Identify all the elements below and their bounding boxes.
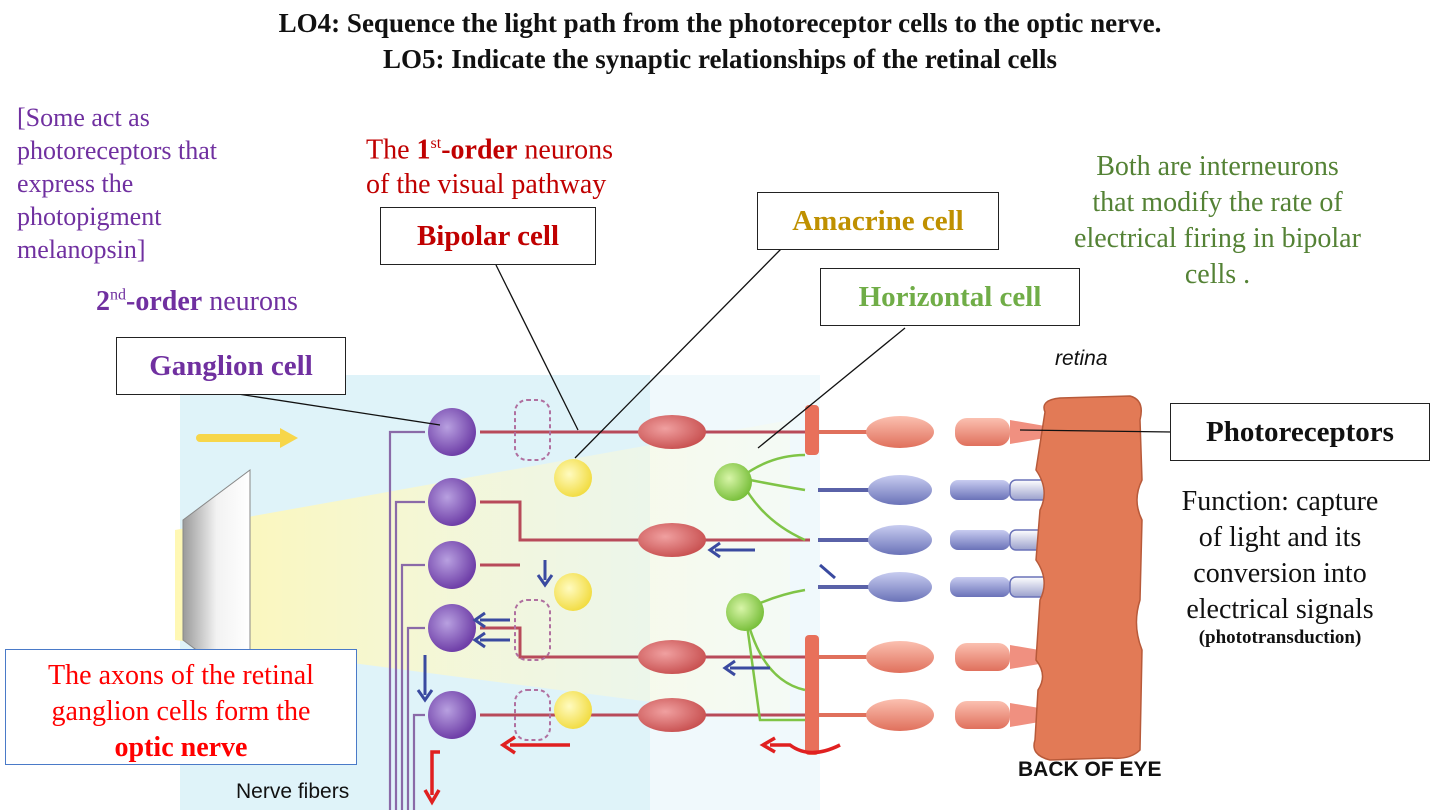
function-note: Function: capture of light and its conve…: [1181, 486, 1379, 625]
title-line-2: LO5: Indicate the synaptic relationships…: [383, 44, 1057, 74]
back-of-eye-label: BACK OF EYE: [1018, 758, 1162, 781]
photoreceptor-terminals: [805, 405, 819, 755]
pigment-epithelium: [1033, 395, 1143, 761]
horizontal-cells: [714, 453, 806, 722]
signal-direction-arrows: [416, 541, 836, 703]
phototransduction-note: (phototransduction): [1198, 627, 1362, 648]
amacrine-synapse-zones: [514, 399, 551, 741]
retina-label: retina: [1055, 347, 1108, 370]
interneurons-note: Both are interneurons that modify the ra…: [1074, 151, 1361, 290]
light-arrowhead-icon: [280, 428, 298, 448]
amacrine-cell-label: Amacrine cell: [757, 192, 999, 250]
first-order-note: The 1st-order neurons of the visual path…: [366, 134, 614, 201]
amacrine-cells: [554, 459, 592, 729]
ganglion-cells: [428, 408, 476, 739]
bipolar-cells: [638, 415, 810, 732]
optic-nerve-arrows: [423, 735, 841, 806]
nerve-fibers: [388, 430, 425, 810]
nerve-fibers-label: Nerve fibers: [236, 780, 350, 803]
light-beam: [175, 420, 790, 720]
title-line-1: LO4: Sequence the light path from the ph…: [278, 8, 1162, 38]
second-order-note: 2nd-order neurons: [96, 286, 298, 317]
photoreceptors-label: Photoreceptors: [1170, 403, 1430, 461]
melanopsin-note: [Some act as photoreceptors that express…: [17, 103, 217, 264]
optic-nerve-note: The axons of the retinal ganglion cells …: [5, 649, 357, 765]
horizontal-cell-label: Horizontal cell: [820, 268, 1080, 326]
bipolar-cell-label: Bipolar cell: [380, 207, 596, 265]
leader-lines: [237, 247, 1173, 459]
ganglion-cell-label: Ganglion cell: [116, 337, 346, 395]
